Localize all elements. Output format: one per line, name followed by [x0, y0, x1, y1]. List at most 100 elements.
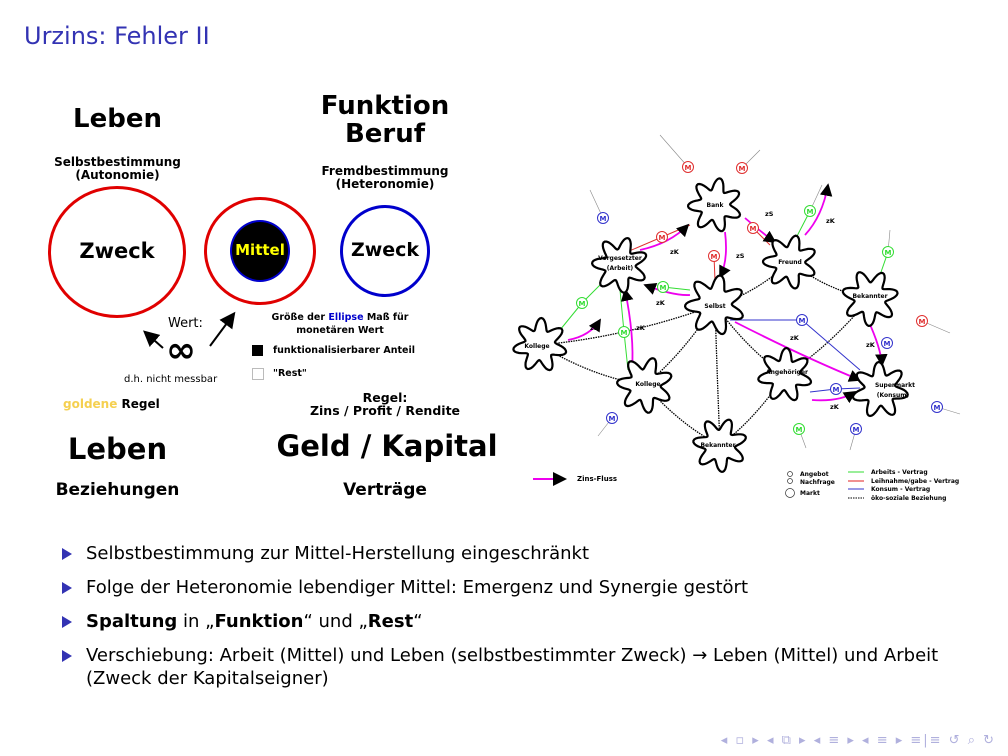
market-konsum-icon	[881, 337, 893, 349]
market-konsum-icon	[830, 383, 842, 395]
interest-label: zK	[670, 248, 680, 256]
wert-arrows	[143, 311, 236, 349]
mittel-label: Mittel	[235, 241, 285, 259]
beamer-navigation[interactable]: ◂ ▫ ▸ ◂ ⧉ ▸ ◂ ≡ ▸ ◂ ≡ ▸ ≡|≡ ↺ ⌕ ↻	[720, 733, 996, 748]
bullet-item: Verschiebung: Arbeit (Mittel) und Leben …	[62, 644, 962, 690]
fremdbestimmung-label: Fremdbestimmung (Heteronomie)	[295, 165, 475, 191]
market-arbeit-icon	[576, 297, 588, 309]
regel-heading: Regel:	[362, 390, 408, 405]
interest-label: zS	[765, 210, 774, 218]
market-label: M	[660, 284, 667, 292]
note-text: monetären Wert	[296, 325, 384, 336]
zins-fluss-label: Zins-Fluss	[577, 475, 617, 483]
selbstbestimmung-text: Selbstbestimmung	[54, 155, 181, 169]
bullet-bold: Funktion	[214, 611, 304, 632]
market-label: M	[750, 225, 757, 233]
interest-label: zK	[790, 334, 800, 342]
bullet-text: in „	[177, 611, 215, 632]
interest-label: zS	[736, 252, 745, 260]
fremdbestimmung-text: Fremdbestimmung	[321, 164, 449, 178]
market-label: M	[853, 426, 860, 434]
interest-label: zK	[636, 324, 646, 332]
geld-kapital-heading: Geld / Kapital	[276, 429, 498, 463]
markt-label: Markt	[800, 490, 820, 497]
node-vorgesetzter-shape	[590, 236, 648, 294]
zins-flow-arrow	[734, 321, 862, 382]
node-bekannter-right-shape	[841, 271, 899, 328]
market-label: M	[796, 426, 803, 434]
ellipse-size-note: Größe der Ellipse Maß für monetären Wert	[255, 311, 425, 337]
arbeit-contract-line	[619, 289, 625, 333]
konsum-label: Konsum - Vertrag	[871, 486, 930, 493]
arrow-to-mittel	[209, 311, 236, 347]
market-label: M	[711, 253, 718, 261]
leben-bottom-heading: Leben	[67, 432, 168, 466]
beruf-text: Beruf	[344, 119, 426, 149]
bullet-text: Verschiebung: Arbeit (Mittel) und Leben …	[86, 645, 939, 689]
market-label: M	[621, 329, 628, 337]
market-leih-icon	[736, 162, 748, 174]
leben-heading: Leben	[73, 104, 162, 134]
node-label: Bekannter	[852, 293, 887, 300]
node-label: (Konsum)	[877, 392, 910, 399]
zins-flow-arrow	[567, 318, 601, 341]
zweck-right-label: Zweck	[350, 239, 420, 261]
market-label: M	[884, 340, 891, 348]
mittel-outer-ellipse: Mittel	[204, 197, 316, 305]
node-label: Freund	[778, 259, 802, 266]
angebot-label: Angebot	[800, 471, 829, 478]
node-label: Bank	[707, 202, 725, 209]
market-label: M	[807, 208, 814, 216]
zins-flow-arrow	[639, 223, 690, 251]
bullet-bold: Spaltung	[86, 611, 178, 632]
market-konsum-icon	[796, 314, 808, 326]
market-leih-icon	[916, 315, 928, 327]
bullet-item: Selbstbestimmung zur Mittel-Herstellung …	[62, 542, 962, 565]
market-label: M	[685, 164, 692, 172]
zweck-left-label: Zweck	[79, 239, 155, 263]
angebot-icon	[787, 471, 793, 477]
selbstbestimmung-label: Selbstbestimmung (Autonomie)	[30, 156, 205, 182]
market-konsum-icon	[606, 412, 618, 424]
market-konsum-icon	[597, 212, 609, 224]
vertraege-label: Verträge	[343, 480, 427, 500]
zins-flow-arrow	[811, 391, 857, 404]
beziehungen-label: Beziehungen	[55, 480, 180, 500]
heteronomie-text: (Heteronomie)	[335, 177, 435, 191]
market-label: M	[739, 165, 746, 173]
market-tail	[659, 134, 689, 168]
market-konsum-icon	[931, 401, 943, 413]
node-label: Kollege	[524, 343, 549, 350]
zins-flow-arrow	[643, 283, 691, 296]
network-legend: Zins-Fluss Angebot Nachfrage Markt Arbei…	[533, 469, 959, 502]
market-label: M	[885, 249, 892, 257]
leih-label: Leihnahme/gabe - Vertrag	[871, 478, 959, 485]
filled-square-icon	[252, 345, 263, 356]
zweck-left-ellipse: Zweck	[48, 186, 186, 318]
node-kollege-left-shape	[512, 316, 568, 372]
regel-zins: Regel: Zins / Profit / Rendite	[290, 391, 480, 417]
regel-word: Regel	[117, 397, 160, 411]
mittel-inner-ellipse: Mittel	[230, 220, 290, 282]
market-label: M	[919, 318, 926, 326]
bullet-triangle-icon	[62, 650, 72, 662]
market-arbeit-icon	[793, 423, 805, 435]
node-label: Kollege	[635, 381, 660, 388]
bullet-item: Folge der Heteronomie lebendiger Mittel:…	[62, 576, 962, 599]
market-leih-icon	[656, 231, 668, 243]
goldene-regel: goldene Regel	[63, 397, 160, 411]
market-leih-icon	[747, 222, 759, 234]
bullet-item: Spaltung in „Funktion“ und „Rest“	[62, 610, 962, 633]
market-label: M	[833, 386, 840, 394]
bullet-list: Selbstbestimmung zur Mittel-Herstellung …	[62, 542, 962, 701]
infinity-symbol: ∞	[166, 330, 196, 371]
konsum-contract-line	[801, 319, 861, 371]
market-arbeit-icon	[804, 205, 816, 217]
zins-flow-arrow	[804, 183, 833, 236]
bullet-triangle-icon	[62, 548, 72, 560]
interest-label: zK	[866, 341, 876, 349]
interest-label: zK	[830, 403, 840, 411]
bullet-triangle-icon	[62, 616, 72, 628]
zins-profit-text: Zins / Profit / Rendite	[309, 403, 461, 418]
